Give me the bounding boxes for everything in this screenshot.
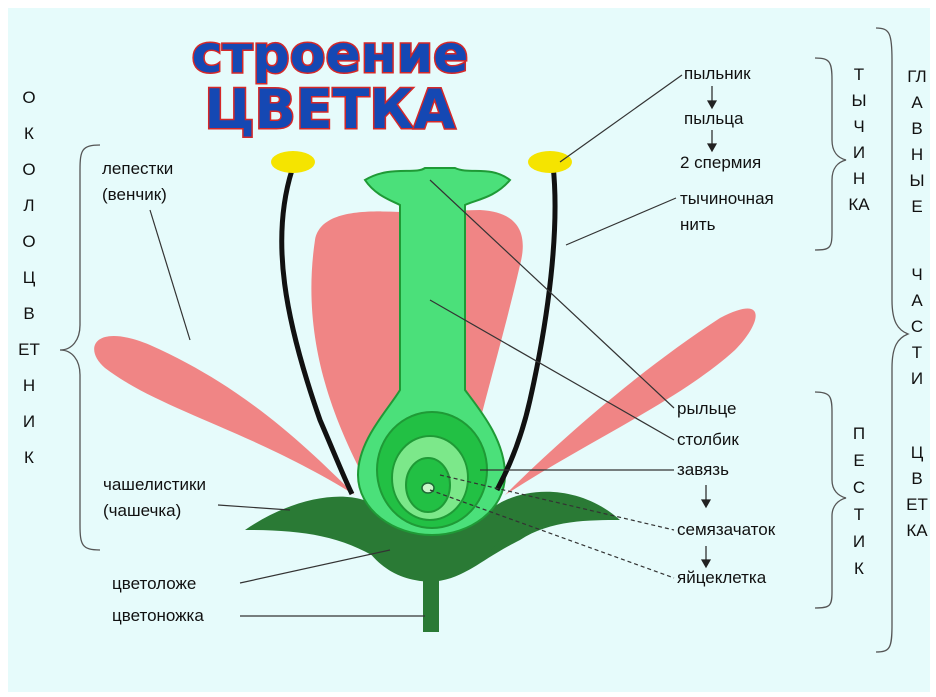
label-petals: лепестки — [102, 158, 173, 180]
pedicel-shape — [423, 570, 439, 632]
label-petals-sub: (венчик) — [102, 184, 167, 206]
filament-right — [497, 165, 555, 490]
arrow-head-1 — [708, 101, 716, 108]
vertical-perianth: ОКОЛОЦВЕТНИК — [18, 80, 40, 476]
leader-anther — [560, 75, 682, 162]
label-egg: яйцеклетка — [677, 567, 766, 589]
vertical-main-3: ЦВЕТКА — [906, 440, 928, 544]
anther-right — [528, 151, 572, 173]
leader-receptacle — [240, 550, 390, 583]
label-ovary: завязь — [677, 459, 729, 481]
label-sperm: 2 спермия — [680, 152, 761, 174]
vertical-stamen: ТЫЧИНКА — [848, 62, 870, 218]
label-filament: тычиночная — [680, 188, 774, 210]
label-style: столбик — [677, 429, 739, 451]
vertical-main-2: ЧАСТИ — [906, 262, 928, 392]
title-line-1: строение — [192, 25, 469, 85]
label-pollen: пыльца — [684, 108, 743, 130]
brace-perianth — [60, 145, 100, 550]
anther-left — [271, 151, 315, 173]
brace-pistil — [815, 392, 846, 608]
label-sepals-sub: (чашечка) — [103, 500, 181, 522]
diagram-title: строение ЦВЕТКА — [192, 25, 469, 141]
arrow-head-2 — [708, 144, 716, 151]
title-line-2: ЦВЕТКА — [205, 78, 456, 141]
leader-sepals — [218, 505, 290, 510]
label-filament-sub: нить — [680, 214, 716, 236]
brace-main — [876, 28, 908, 652]
label-receptacle: цветоложе — [112, 573, 196, 595]
leader-filament — [566, 198, 676, 245]
brace-stamen — [815, 58, 846, 250]
vertical-main-1: ГЛАВНЫЕ — [906, 64, 928, 220]
label-ovule: семязачаток — [677, 519, 775, 541]
leader-petals — [150, 210, 190, 340]
arrow-head-4 — [702, 560, 710, 567]
label-pedicel: цветоножка — [112, 605, 204, 627]
arrow-head-3 — [702, 500, 710, 507]
egg-cell-shape — [422, 483, 434, 493]
vertical-pistil: ПЕСТИК — [848, 420, 870, 582]
label-sepals: чашелистики — [103, 474, 206, 496]
label-stigma: рыльце — [677, 398, 736, 420]
label-anther: пыльник — [684, 63, 751, 85]
